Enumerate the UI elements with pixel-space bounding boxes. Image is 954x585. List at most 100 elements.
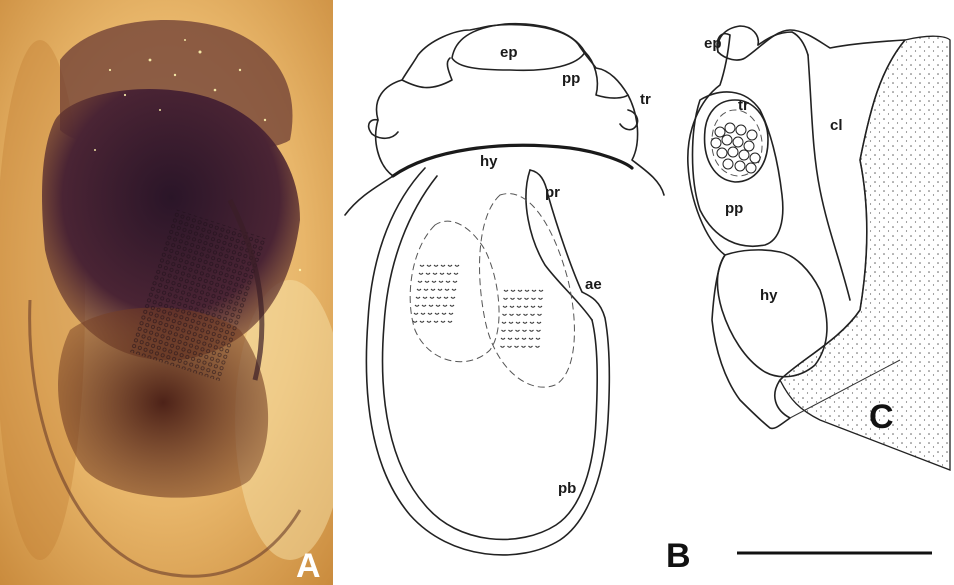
b-hypostome-edge: [393, 145, 632, 176]
b-label-ep: ep: [500, 44, 518, 61]
pore-mark: [518, 290, 522, 291]
pore-mark: [430, 297, 434, 298]
pore-mark: [525, 290, 529, 291]
pore-mark: [531, 306, 535, 307]
pore-mark: [434, 265, 438, 266]
b-label-ae: ae: [585, 276, 602, 293]
pore-mark: [510, 314, 514, 315]
pore-mark: [419, 273, 423, 274]
ommatidium: [747, 130, 757, 140]
pore-mark: [510, 306, 514, 307]
ommatidium: [735, 161, 745, 171]
pore-mark: [523, 330, 527, 331]
pore-mark: [417, 289, 421, 290]
pore-mark: [516, 322, 520, 323]
pore-mark: [418, 281, 422, 282]
pore-mark: [441, 265, 445, 266]
pore-mark: [421, 313, 425, 314]
pore-mark: [422, 305, 426, 306]
pore-mark: [511, 290, 515, 291]
pore-mark: [449, 313, 453, 314]
pore-mark: [432, 281, 436, 282]
pore-mark: [532, 290, 536, 291]
ommatidium: [711, 138, 721, 148]
pore-mark: [538, 306, 542, 307]
pore-mark: [439, 281, 443, 282]
pore-mark: [446, 281, 450, 282]
b-pore-field-left: [413, 265, 459, 322]
c-stippled-body: [780, 36, 950, 470]
pore-mark: [508, 346, 512, 347]
pore-mark: [508, 338, 512, 339]
pore-mark: [424, 289, 428, 290]
pore-mark: [427, 265, 431, 266]
ommatidium: [725, 123, 735, 133]
pore-mark: [445, 289, 449, 290]
pore-mark: [536, 338, 540, 339]
ommatidium: [723, 159, 733, 169]
ommatidium: [746, 163, 756, 173]
b-lobe-left-dashed: [410, 221, 499, 362]
ommatidium: [728, 147, 738, 157]
pore-mark: [429, 305, 433, 306]
panel-b-drawing: ep pp tr hy pr ae pb: [345, 24, 664, 555]
pore-mark: [516, 330, 520, 331]
pore-mark: [530, 330, 534, 331]
ommatidium: [733, 137, 743, 147]
pore-mark: [503, 306, 507, 307]
pore-mark: [537, 330, 541, 331]
pore-mark: [504, 298, 508, 299]
pore-mark: [515, 338, 519, 339]
c-epistome: [718, 26, 759, 52]
c-label-hy: hy: [760, 287, 778, 304]
pore-mark: [539, 290, 543, 291]
c-label-cl: cl: [830, 117, 843, 134]
pore-mark: [517, 306, 521, 307]
pore-mark: [529, 346, 533, 347]
pore-mark: [435, 313, 439, 314]
pore-mark: [444, 297, 448, 298]
pore-mark: [438, 289, 442, 290]
pore-mark: [511, 298, 515, 299]
pore-mark: [437, 297, 441, 298]
pore-mark: [423, 297, 427, 298]
pore-mark: [502, 330, 506, 331]
b-pore-field-right: [501, 290, 544, 347]
b-label-pp: pp: [562, 70, 580, 87]
panel-c-drawing: ep tr cl pp hy: [688, 26, 950, 470]
pore-mark: [531, 314, 535, 315]
b-epistome: [452, 24, 585, 71]
pore-mark: [522, 346, 526, 347]
c-label-pp: pp: [725, 200, 743, 217]
pore-mark: [431, 289, 435, 290]
pore-mark: [529, 338, 533, 339]
pore-mark: [425, 281, 429, 282]
pore-mark: [504, 290, 508, 291]
pore-mark: [448, 265, 452, 266]
b-right-projection: [620, 110, 638, 130]
pore-mark: [420, 265, 424, 266]
pore-mark: [426, 273, 430, 274]
pore-mark: [442, 313, 446, 314]
pore-mark: [451, 297, 455, 298]
b-label-pb: pb: [558, 480, 576, 497]
pore-mark: [441, 321, 445, 322]
pore-mark: [501, 346, 505, 347]
ommatidium: [717, 148, 727, 158]
b-left-projection: [369, 120, 398, 139]
pore-mark: [454, 273, 458, 274]
pore-mark: [434, 321, 438, 322]
pore-mark: [453, 281, 457, 282]
pore-mark: [532, 298, 536, 299]
ommatidium: [739, 150, 749, 160]
pore-mark: [509, 322, 513, 323]
ommatidium: [736, 125, 746, 135]
pore-mark: [448, 321, 452, 322]
c-label-ep: ep: [704, 35, 722, 52]
c-clypeus-edge: [808, 55, 850, 300]
pore-mark: [509, 330, 513, 331]
pore-mark: [523, 322, 527, 323]
pore-mark: [433, 273, 437, 274]
ommatidium: [715, 127, 725, 137]
